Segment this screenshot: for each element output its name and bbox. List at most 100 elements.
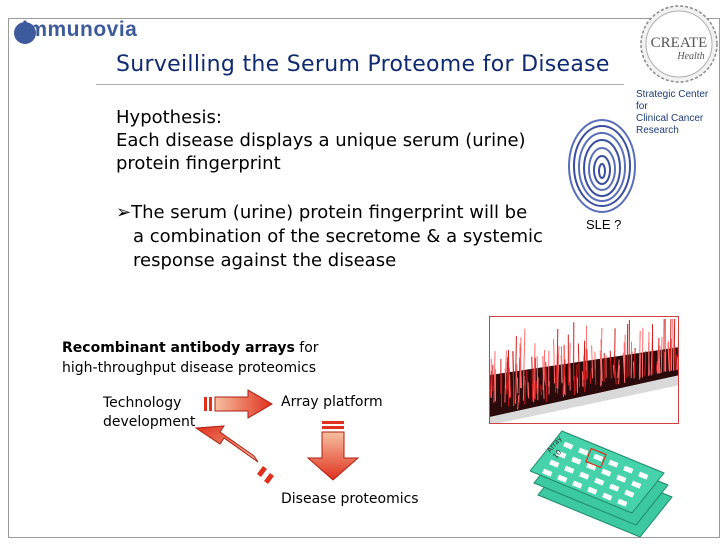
array-slide: Array 10 [530, 430, 665, 514]
hypothesis-block: Hypothesis: Each disease displays a uniq… [116, 106, 526, 175]
plot-spike [575, 364, 578, 392]
plot-spike [669, 318, 672, 371]
disease-proteomics-label: Disease proteomics [281, 491, 419, 507]
create-logo-sub: Health [676, 51, 704, 62]
plot-spike [609, 350, 612, 379]
slide-well [586, 462, 597, 471]
technology-development-label: Technology development [103, 394, 195, 432]
plot-spike [658, 345, 661, 374]
plot-spike [516, 377, 519, 394]
plot-spike [544, 368, 546, 386]
plot-spike [672, 318, 674, 371]
slide-well [571, 456, 582, 465]
slide-well [564, 465, 575, 474]
plot-spike [535, 380, 538, 394]
technology-line: development [103, 414, 196, 430]
create-logo-main: CREATE [651, 35, 708, 51]
title-divider [96, 84, 624, 85]
create-health-logo: CREATE Health [640, 5, 718, 83]
plot-spike [644, 351, 647, 376]
hypothesis-line: Each disease displays a unique serum (ur… [116, 130, 526, 151]
array-platform-label: Array platform [281, 394, 383, 410]
plot-spike [493, 351, 496, 403]
slide-frame [8, 18, 720, 538]
bullet-line: ➢The serum (urine) protein fingerprint w… [116, 202, 528, 223]
bullet-line: response against the disease [133, 250, 397, 271]
plot-spike [556, 328, 559, 388]
slide-well [616, 474, 627, 483]
arrow-disease-to-technology [194, 425, 274, 484]
slide-label: 10 [551, 448, 563, 460]
plot-spike [557, 345, 560, 389]
plot-spike [641, 327, 644, 378]
plot-spike [586, 349, 589, 379]
slide-well [602, 492, 613, 501]
center-line: Clinical Cancer [636, 113, 704, 124]
plot-spike [490, 371, 492, 397]
highlight-box [585, 447, 607, 469]
plot-spike [554, 365, 557, 393]
plot-spike [600, 327, 603, 387]
plot-spike [515, 335, 517, 389]
plot-spike [613, 328, 616, 378]
array-slides-image: Array 10 [530, 430, 673, 538]
plot-spike [634, 347, 636, 376]
plot-spike [504, 350, 507, 403]
plot-spike [617, 359, 620, 379]
plot-spike [676, 356, 678, 370]
plot-spike [533, 343, 536, 398]
plot-spike [522, 375, 525, 401]
slide-well [572, 480, 583, 489]
slide-well [623, 465, 634, 474]
plot-spike [584, 370, 587, 388]
slide-well [617, 498, 628, 507]
plot-spike [577, 343, 581, 388]
fingerprint-label: SLE ? [586, 217, 622, 232]
hypothesis-line: protein fingerprint [116, 153, 281, 174]
plot-spike [515, 364, 518, 404]
center-line: Strategic Center [636, 89, 709, 100]
slide-well [579, 471, 590, 480]
plot-spike [506, 362, 508, 395]
plot-spike [512, 351, 515, 405]
plot-spike [540, 385, 542, 396]
plot-spike [563, 359, 566, 386]
slide-well [624, 489, 635, 498]
slide-well [631, 480, 642, 489]
plot-spike [560, 355, 563, 384]
plot-spike [667, 342, 670, 371]
slide-well [549, 459, 560, 468]
plot-spike [660, 336, 663, 373]
plot-spike [519, 337, 522, 389]
plot-spike [677, 359, 678, 370]
slide-well [609, 483, 620, 492]
logo-circle-icon [14, 22, 36, 44]
plot-spike [527, 382, 530, 399]
array-3d-plot-image [489, 316, 679, 424]
diagram-heading: Recombinant antibody arrays for high-thr… [62, 338, 319, 378]
plot-spike [543, 349, 546, 383]
plot-spike [591, 345, 594, 379]
slide-title: Surveilling the Serum Proteome for Disea… [116, 52, 610, 77]
plot-spike [673, 318, 676, 371]
plot-spike [655, 362, 658, 373]
slide-well [593, 453, 604, 462]
slide-well [594, 477, 605, 486]
strategic-center-text: Strategic Center for Clinical Cancer Res… [636, 89, 726, 137]
plot-spike [614, 369, 617, 385]
plot-spike [622, 352, 625, 375]
center-line: for [636, 101, 648, 112]
plot-svg [490, 318, 678, 423]
arrow-platform-to-disease [306, 421, 360, 481]
bullet-line: a combination of the secretome & a syste… [133, 226, 543, 247]
heading-line2: high-throughput disease proteomics [62, 360, 316, 376]
slide-well [557, 474, 568, 483]
plot-spike [657, 350, 660, 373]
plot-spike [531, 356, 534, 402]
plot-spike [626, 323, 629, 378]
heading-bold: Recombinant antibody arrays [62, 340, 295, 356]
plot-spike [518, 357, 521, 403]
immunovia-logo-text: immunovia [22, 18, 138, 41]
bullet-point: ➢The serum (urine) protein fingerprint w… [116, 201, 586, 273]
plot-spike [618, 364, 620, 385]
